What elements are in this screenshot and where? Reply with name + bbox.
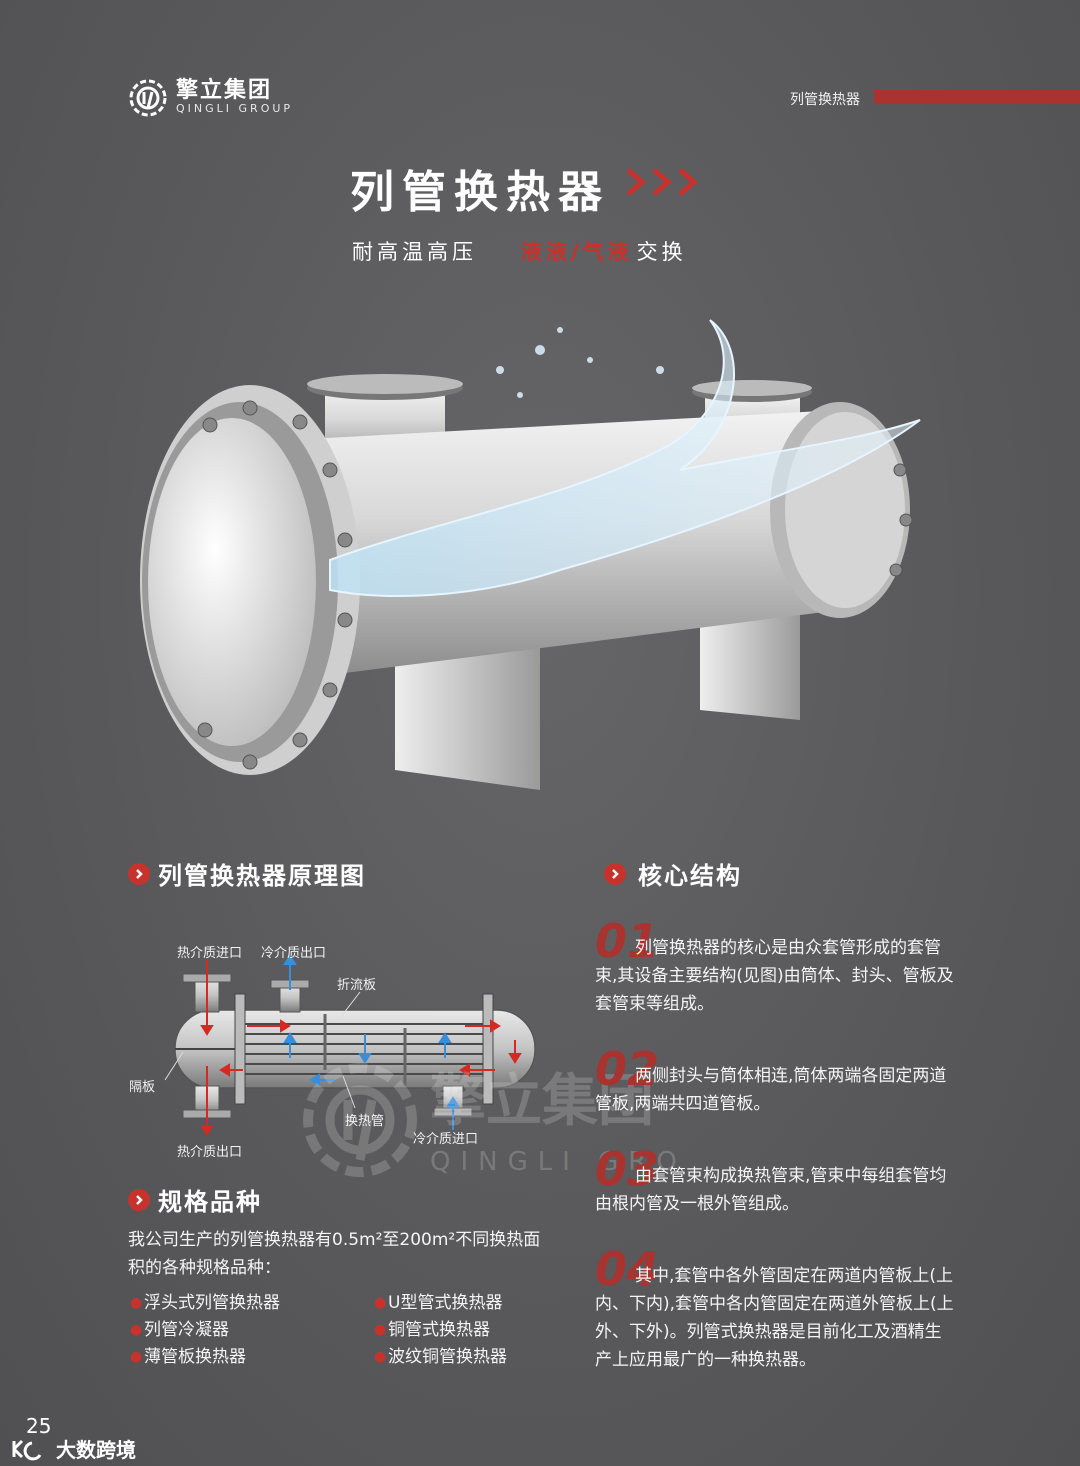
principle-heading-text: 列管换热器原理图 [158,862,366,890]
subtitle-red: 液液/气液 [521,240,633,264]
subtitle-tail: 交换 [636,240,687,264]
label-baffle: 折流板 [337,978,377,993]
source-watermark: 大数跨境 [10,1434,136,1463]
label-cold-out: 冷介质出口 [261,946,327,961]
qingli-logo-icon [129,79,167,117]
subtitle-white: 耐高温高压 [352,240,477,264]
core-heading-text: 核心结构 [638,862,742,890]
list-item: ●列管冷凝器 [130,1320,229,1340]
specs-heading-text: 规格品种 [158,1188,262,1216]
logo-text-cn: 擎立集团 [176,78,273,103]
svg-text:擎立集团: 擎立集团 [430,1069,654,1134]
core-number: 04 [595,1242,660,1296]
core-text: 其中,套管中各外管固定在两道内管板上(上内、下内),套管中各内管固定在两道外管板… [595,1266,954,1370]
core-number: 01 [595,914,660,968]
core-number: 03 [595,1142,660,1196]
chevron-right-icon [604,862,626,885]
core-item-03: 03 由套管束构成换热管束,管束中每组套管均由根内管及一根外管组成。 [595,1146,955,1218]
svg-text:QINGLI GROUP: QINGLI GROUP [430,1147,680,1177]
core-item-02: 02 两侧封头与筒体相连,筒体两端各固定两道管板,两端共四道管板。 [595,1046,955,1118]
list-item: ●薄管板换热器 [130,1347,246,1367]
label-partition: 隔板 [129,1080,156,1095]
core-text: 列管换热器的核心是由众套管形成的套管束,其设备主要结构(见图)由筒体、封头、管板… [595,938,954,1014]
label-hot-out: 热介质出口 [177,1145,243,1160]
list-item: ●U型管式换热器 [374,1293,503,1313]
accent-bar [874,90,1080,104]
page-title: 列管换热器 [350,167,610,218]
label-cold-in: 冷介质进口 [413,1132,479,1147]
spec-list-col2: ●U型管式换热器 ●铜管式换热器 ●波纹铜管换热器 [374,1290,507,1371]
spec-list-col1: ●浮头式列管换热器 ●列管冷凝器 ●薄管板换热器 [130,1290,280,1371]
core-number: 02 [595,1042,660,1096]
section-label: 列管换热器 [790,92,860,108]
exchanger-schematic [164,954,536,1136]
label-hot-in: 热介质进口 [177,946,243,961]
list-item: ●浮头式列管换热器 [130,1293,280,1313]
heat-exchanger-illustration [140,319,921,790]
list-item: ●铜管式换热器 [374,1320,490,1340]
chevron-right-icon [128,862,150,885]
watermark-logo-icon [12,1439,42,1460]
chevrons-right-icon [626,168,698,196]
core-item-01: 01 列管换热器的核心是由众套管形成的套管束,其设备主要结构(见图)由筒体、封头… [595,918,955,1018]
principle-heading: 列管换热器原理图 [128,856,366,891]
core-item-04: 04 其中,套管中各外管固定在两道内管板上(上内、下内),套管中各内管固定在两道… [595,1246,955,1374]
specs-intro: 我公司生产的列管换热器有0.5m²至200m²不同换热面积的各种规格品种： [128,1230,541,1278]
list-item: ●波纹铜管换热器 [374,1347,507,1367]
core-text: 由套管束构成换热管束,管束中每组套管均由根内管及一根外管组成。 [595,1166,947,1214]
chevron-right-icon [128,1188,150,1211]
specs-heading: 规格品种 [128,1182,262,1217]
page-number: 25 [26,1414,52,1438]
core-text: 两侧封头与筒体相连,筒体两端各固定两道管板,两端共四道管板。 [595,1066,947,1114]
page-subtitle: 耐高温高压 液液/气液 交换 [352,236,687,266]
company-logo: 擎立集团 QINGLI GROUP [128,78,293,118]
logo-text-en: QINGLI GROUP [176,102,294,115]
core-heading: 核心结构 [604,856,742,891]
label-tube: 换热管 [345,1114,385,1129]
faint-logo-icon: 擎立集团 QINGLI GROUP [303,1063,680,1177]
principle-diagram: 热介质进口 冷介质出口 折流板 隔板 换热管 热介质出口 冷介质进口 [125,930,565,1160]
